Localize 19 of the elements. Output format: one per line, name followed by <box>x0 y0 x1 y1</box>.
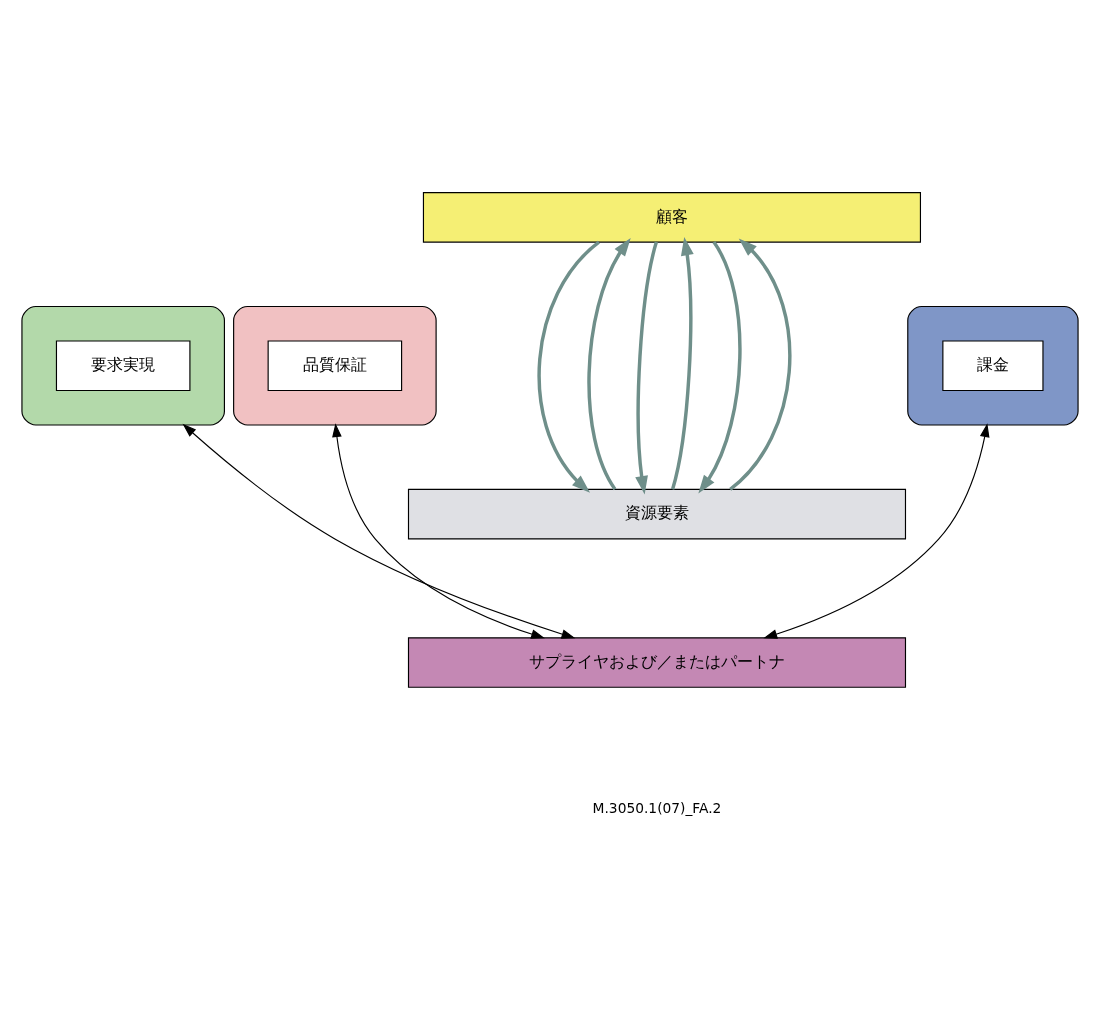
label: M.3050.1(07)_FA.2 <box>592 799 722 816</box>
cluster <box>233 305 437 426</box>
arrow <box>698 240 742 493</box>
cluster <box>21 305 225 426</box>
arrow <box>537 240 601 493</box>
node-box: 要求実現 <box>55 339 191 391</box>
node-box: 課金 <box>942 339 1044 391</box>
cluster <box>907 305 1079 426</box>
arrow <box>635 241 659 494</box>
arrow <box>729 238 792 491</box>
arrow <box>182 423 576 639</box>
arrow <box>587 237 631 490</box>
node-box: 顧客 <box>422 191 921 243</box>
arrow <box>670 236 694 490</box>
node-box: 資源要素 <box>407 488 907 539</box>
arrow <box>763 422 990 639</box>
node-box: サプライヤおよび／またはパートナ <box>407 636 907 688</box>
arrow <box>332 422 545 639</box>
node-box: 品質保証 <box>267 339 403 391</box>
